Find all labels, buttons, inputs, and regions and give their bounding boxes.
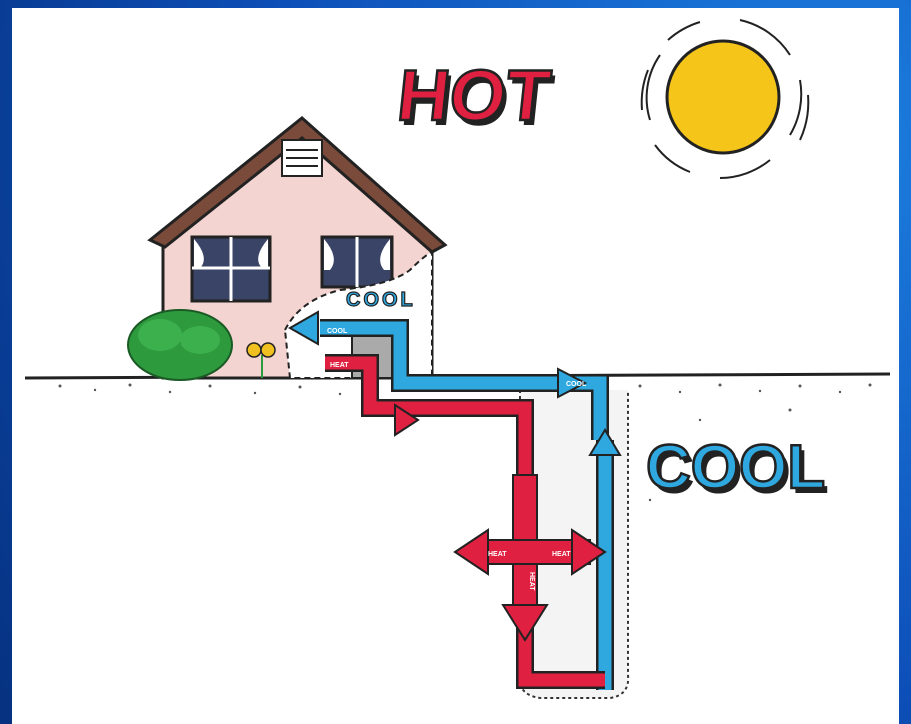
window-left <box>192 237 270 301</box>
svg-text:COOL: COOL <box>646 433 825 502</box>
svg-text:HEAT: HEAT <box>488 551 507 558</box>
sun-icon <box>642 20 809 178</box>
svg-text:COOL: COOL <box>346 289 416 311</box>
svg-text:HEAT: HEAT <box>528 572 535 591</box>
svg-text:HOT: HOT <box>394 56 554 136</box>
heat-arrow-left <box>455 530 488 574</box>
window-right <box>322 237 392 287</box>
hot-label: HOT HOT <box>394 56 558 141</box>
svg-text:COOL: COOL <box>566 381 587 388</box>
bush <box>128 310 232 380</box>
svg-text:HEAT: HEAT <box>552 551 571 558</box>
svg-text:HEAT: HEAT <box>330 362 349 369</box>
cool-ground-label: COOL COOL <box>646 433 829 507</box>
svg-text:COOL: COOL <box>327 328 348 335</box>
cool-house-label: COOL <box>346 289 416 311</box>
